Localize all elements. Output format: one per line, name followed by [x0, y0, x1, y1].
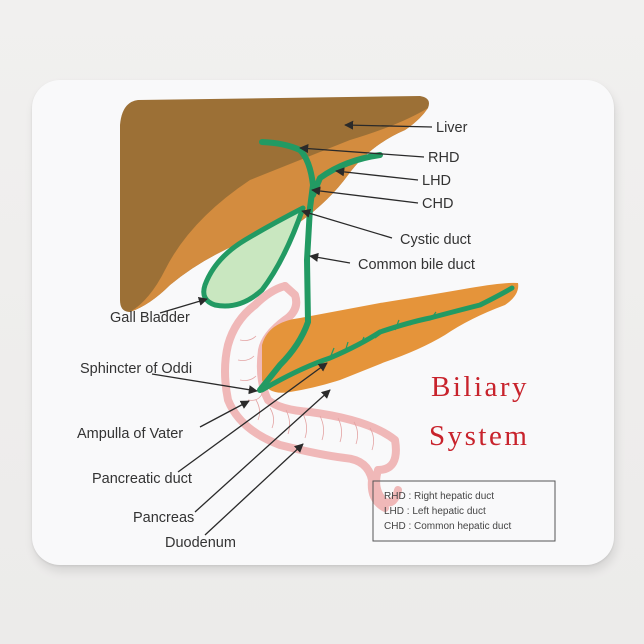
legend-box: RHD : Right hepatic duct LHD : Left hepa…: [372, 480, 556, 542]
leader-lines: [151, 120, 433, 536]
label-duodenum: Duodenum: [165, 535, 236, 551]
title-line-1: Biliary: [431, 371, 529, 403]
legend-item-rhd: RHD : Right hepatic duct: [384, 491, 494, 502]
legend-item-lhd: LHD : Left hepatic duct: [384, 506, 486, 517]
label-cystic-duct: Cystic duct: [400, 232, 471, 248]
label-sphincter-of-oddi: Sphincter of Oddi: [80, 361, 192, 377]
label-rhd: RHD: [428, 150, 459, 166]
label-chd: CHD: [422, 196, 453, 212]
title-line-2: System: [429, 420, 529, 452]
label-pancreatic-duct: Pancreatic duct: [92, 471, 192, 487]
label-ampulla-of-vater: Ampulla of Vater: [77, 426, 183, 442]
label-common-bile-duct: Common bile duct: [358, 257, 475, 273]
label-liver: Liver: [436, 120, 468, 136]
label-pancreas: Pancreas: [133, 510, 194, 526]
label-lhd: LHD: [422, 173, 451, 189]
duodenum-folds: [237, 335, 374, 451]
legend-item-chd: CHD : Common hepatic duct: [384, 521, 511, 532]
label-gall-bladder: Gall Bladder: [110, 310, 190, 326]
liver: [120, 96, 429, 312]
pancreatic-duct-branches: [329, 309, 461, 359]
